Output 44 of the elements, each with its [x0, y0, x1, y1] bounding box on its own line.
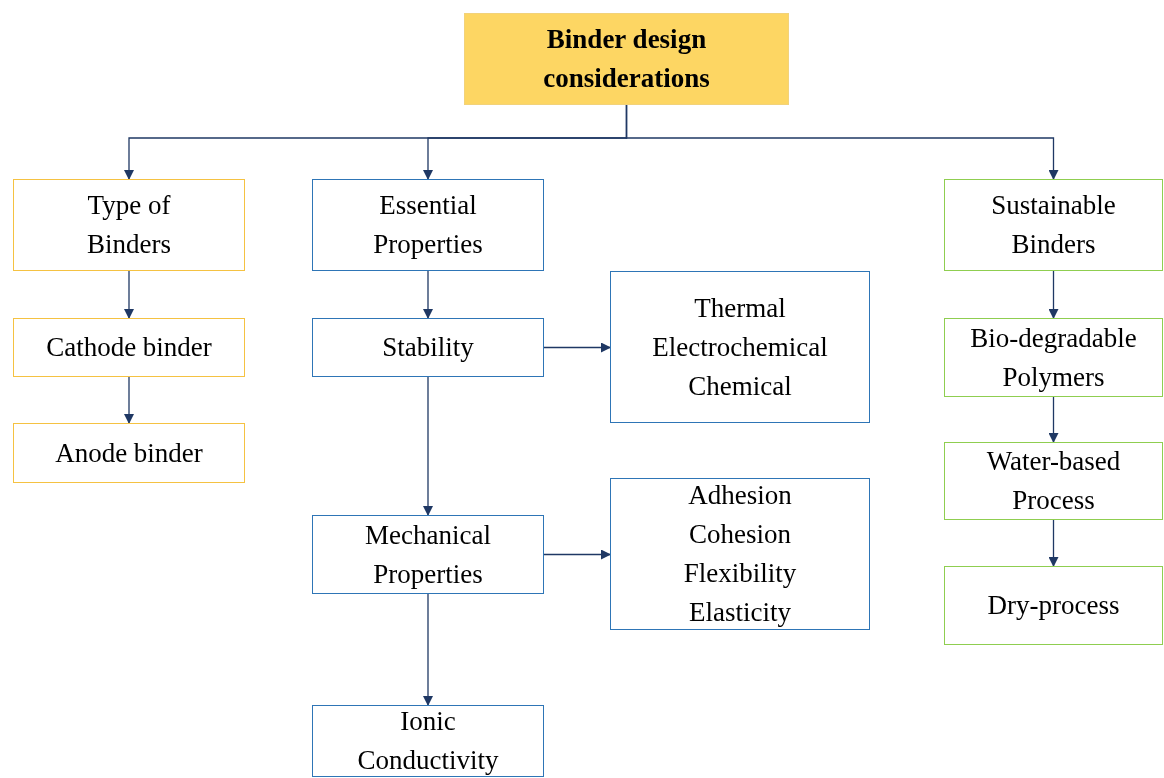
process-box: [944, 179, 1163, 271]
arrow: [543, 549, 611, 560]
box-label: Anode binder: [55, 436, 203, 470]
box-label: Type of Binders: [86, 189, 172, 261]
arrow: [1048, 396, 1059, 443]
box-label: Dry-process: [987, 589, 1120, 622]
arrow: [423, 593, 433, 706]
process-box: [944, 566, 1163, 645]
arrow: [423, 270, 433, 319]
arrow: [124, 376, 134, 424]
arrow: [625, 104, 1059, 180]
process-box: [312, 705, 544, 777]
process-box: [13, 423, 245, 483]
process-box: [312, 179, 544, 271]
process-box: [610, 478, 870, 630]
box-label: Elasticity: [689, 596, 791, 629]
process-box: [13, 179, 245, 271]
process-box: [464, 13, 789, 105]
process-box: [312, 515, 544, 594]
box-label: Cathode binder: [46, 331, 212, 364]
process-box: [610, 271, 870, 423]
box-label: Binder design considerations: [542, 23, 711, 95]
arrow: [423, 376, 433, 516]
box-label: Essential Properties: [372, 189, 484, 261]
box-label: Ionic Conductivity: [356, 705, 500, 777]
arrow: [543, 342, 611, 353]
box-label: Flexibility: [683, 557, 797, 590]
arrow: [1048, 270, 1059, 319]
box-label: Cohesion: [689, 518, 791, 551]
box-label: Thermal: [694, 291, 786, 325]
process-box: [944, 318, 1163, 397]
process-box: [13, 318, 245, 377]
arrow: [124, 270, 134, 319]
box-label: Sustainable Binders: [990, 189, 1117, 261]
box-label: Adhesion: [688, 479, 792, 512]
process-box: [944, 442, 1163, 520]
box-label: Chemical: [688, 369, 792, 403]
box-label: Stability: [382, 331, 474, 364]
box-label: Mechanical Properties: [364, 518, 492, 591]
process-box: [312, 318, 544, 377]
box-label: Electrochemical: [652, 330, 828, 364]
box-label: Bio-degradable Polymers: [969, 321, 1138, 394]
box-label: Water-based Process: [985, 445, 1122, 517]
arrow: [1048, 519, 1059, 567]
